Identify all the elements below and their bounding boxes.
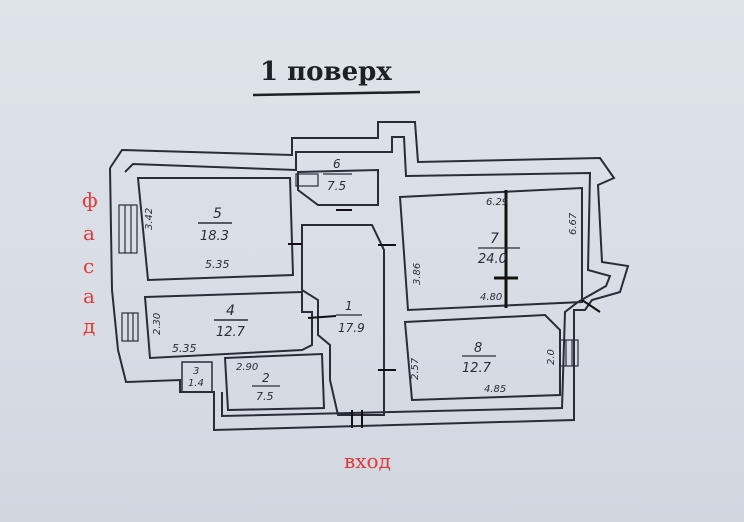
facade-windows — [118, 173, 579, 367]
facade-letter-5: д — [83, 314, 95, 338]
facade-letter-3: с — [83, 254, 94, 278]
room-8-number: 8 — [474, 341, 482, 356]
room-6: 6 7.5 — [297, 157, 379, 206]
room-2-number: 2 — [262, 371, 270, 385]
room-4-number: 4 — [226, 303, 235, 319]
door-marks — [288, 209, 601, 428]
room-3: 3 1.4 — [181, 361, 213, 393]
room-8-right: 2.0 — [546, 349, 557, 365]
room-1: 1 17.9 — [301, 224, 385, 416]
room-6-area: 7.5 — [327, 179, 346, 193]
facade-letter-4: а — [83, 284, 95, 308]
room-4-height: 2.30 — [152, 313, 163, 335]
room-8-bottom: 4.85 — [484, 384, 506, 395]
room-5-area: 18.3 — [200, 229, 229, 244]
room-7-left: 3.86 — [412, 263, 423, 285]
plan-title: 1 поверх — [260, 57, 392, 87]
room-6-number: 6 — [333, 157, 341, 171]
room-7-right: 6.67 — [568, 212, 579, 235]
room-7-number: 7 — [490, 231, 499, 247]
room-8-left: 2.57 — [410, 357, 421, 380]
room-4: 4 12.7 5.35 2.30 — [143, 290, 313, 360]
room-2-width: 2.90 — [236, 362, 258, 373]
room-4-width: 5.35 — [172, 342, 197, 355]
room-3-area: 1.4 — [188, 378, 204, 389]
room-1-number: 1 — [345, 299, 353, 313]
room-7-area: 24.0 — [478, 252, 507, 267]
facade-letter-2: а — [83, 221, 95, 245]
facade-letter-1: ф — [82, 188, 98, 212]
room-7: 6.29 7 24.0 4.80 3.86 6.67 — [398, 186, 583, 312]
facade-label: ф а с а д — [82, 188, 98, 338]
room-2-area: 7.5 — [256, 390, 274, 403]
room-2: 2.90 2 7.5 — [223, 352, 326, 412]
room-5-height: 3.42 — [144, 208, 155, 230]
room-8: 8 12.7 4.85 2.57 2.0 — [403, 313, 561, 402]
room-1-area: 17.9 — [338, 321, 365, 335]
room-5-width: 5.35 — [205, 258, 230, 271]
room-5-number: 5 — [213, 206, 222, 222]
entrance-label: вход — [344, 449, 391, 473]
room-8-area: 12.7 — [462, 361, 492, 376]
room-3-number: 3 — [193, 366, 199, 377]
room-7-bottom: 4.80 — [480, 292, 502, 303]
room-5: 5 18.3 5.35 3.42 — [136, 177, 295, 282]
room-7-top: 6.29 — [486, 197, 508, 208]
exterior-walls — [109, 121, 630, 432]
title-underline — [252, 90, 421, 97]
room-4-area: 12.7 — [216, 325, 246, 340]
